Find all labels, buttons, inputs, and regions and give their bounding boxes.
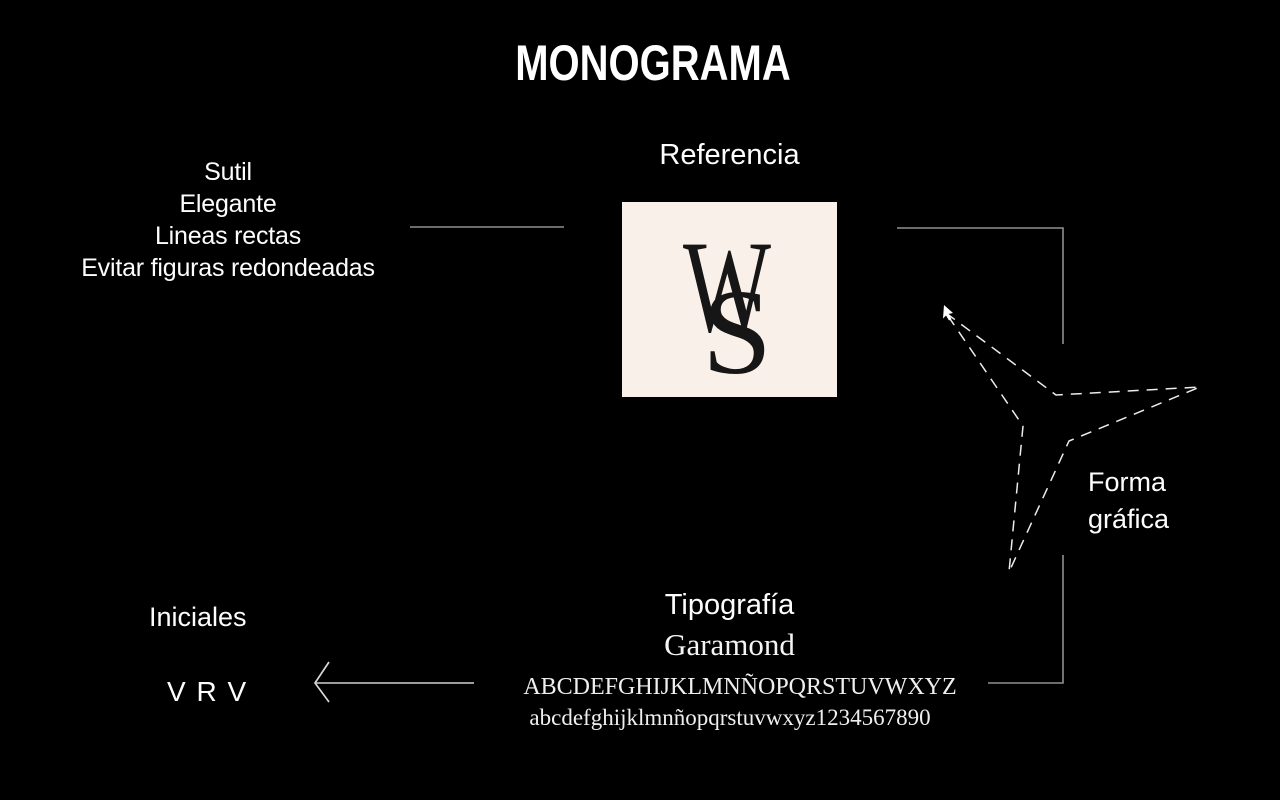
forma-line2: gráfica [1088, 504, 1170, 534]
mouse-cursor[interactable] [943, 305, 953, 321]
initials-label: Iniciales [149, 602, 247, 632]
typography-label: Tipografía [664, 589, 795, 621]
attribute-item-elegante: Elegante [179, 190, 277, 218]
attribute-item-lineas-rectas: Lineas rectas [154, 222, 302, 250]
typography-font-name: Garamond [664, 627, 795, 662]
monogram-swatch: W S [622, 202, 837, 397]
attribute-item-sutil: Sutil [204, 158, 252, 186]
attribute-list: Sutil Elegante Lineas rectas Evitar figu… [28, 156, 428, 284]
page-title: MONOGRAMA [515, 35, 791, 91]
left-arrow [313, 661, 474, 703]
alphabet-lowercase-numbers: abcdefghijklmnñopqrstuvwxyz1234567890 [529, 705, 931, 730]
attribute-item-evitar-redondeadas: Evitar figuras redondeadas [81, 254, 375, 282]
alphabet-uppercase: ABCDEFGHIJKLMNÑOPQRSTUVWXYZ [523, 674, 957, 700]
monogram-letter-s: S [702, 265, 772, 397]
forma-grafica-label: Forma gráfica [1088, 464, 1169, 538]
forma-line1: Forma [1088, 467, 1167, 497]
ws-monogram: W S [683, 213, 772, 397]
connector-right-bottom [988, 555, 1064, 684]
connector-right-top [897, 227, 1064, 344]
monogram-letter-w: W [683, 213, 771, 360]
initials-value: V R V [167, 676, 248, 707]
arrow-head [313, 661, 330, 703]
reference-label: Referencia [659, 139, 800, 171]
